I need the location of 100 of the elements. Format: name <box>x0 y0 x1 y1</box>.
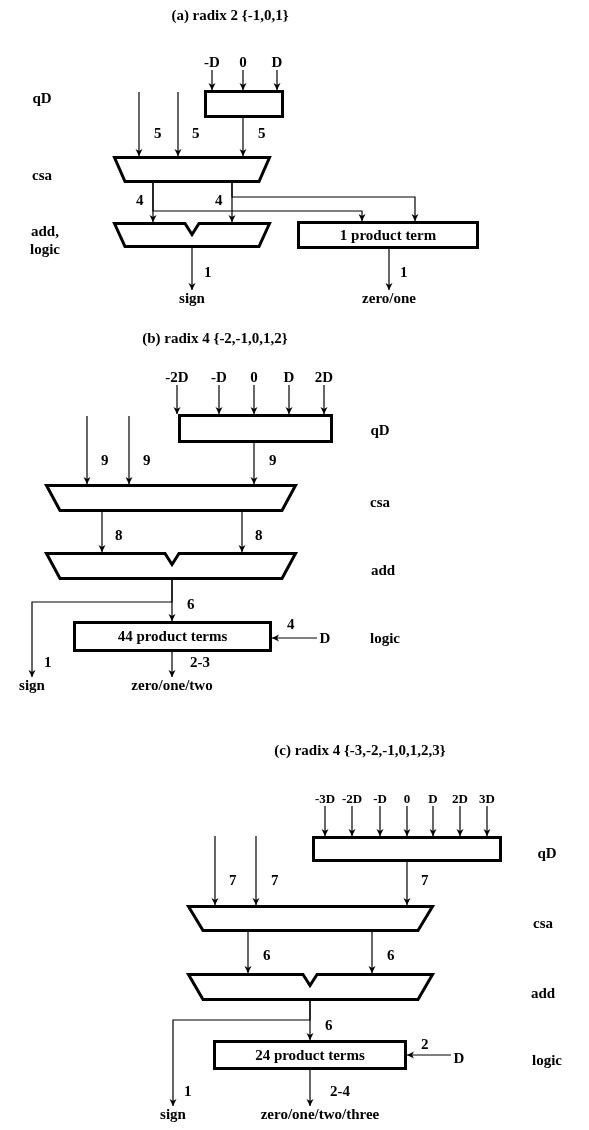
row-label: add, logic <box>29 222 61 258</box>
bit-width-label: 8 <box>115 527 123 543</box>
signal-label: sign <box>12 677 52 693</box>
signal-label: D <box>317 630 333 646</box>
arrow <box>252 835 260 906</box>
arrow <box>211 835 219 906</box>
bit-width-label: 4 <box>287 616 295 632</box>
signal-label: -2D <box>339 790 365 806</box>
arrow <box>271 634 318 642</box>
arrow <box>83 415 91 485</box>
adder-trapezoid <box>113 156 271 183</box>
bit-width-label: 5 <box>258 125 266 141</box>
arrow <box>306 1069 314 1107</box>
arrow <box>208 69 216 91</box>
signal-label: 2D <box>448 790 472 806</box>
bit-width-label: 2 <box>421 1036 429 1052</box>
signal-label: sign <box>153 1106 193 1122</box>
arrow <box>483 805 491 837</box>
signal-label: zero/one/two/three <box>245 1106 395 1122</box>
bit-width-label: 6 <box>387 947 395 963</box>
arrow <box>239 69 247 91</box>
row-label: csa <box>533 914 553 932</box>
arrow <box>231 182 419 222</box>
row-label: qD <box>370 421 390 439</box>
arrow <box>238 511 246 553</box>
bit-width-label: 7 <box>271 872 279 888</box>
signal-label: 0 <box>236 54 250 70</box>
bit-width-label: 5 <box>154 125 162 141</box>
panel-title: (b) radix 4 {-2,-1,0,1,2} <box>142 329 288 347</box>
arrow <box>135 91 143 157</box>
arrow <box>403 861 411 906</box>
multiplexer-box <box>204 90 284 118</box>
bit-width-label: 7 <box>229 872 237 888</box>
signal-label: D <box>425 790 441 806</box>
arrow <box>285 384 293 415</box>
adder-trapezoid <box>187 905 434 932</box>
signal-label: -D <box>201 54 223 70</box>
arrow <box>320 384 328 415</box>
signal-label: sign <box>172 290 212 306</box>
arrow <box>169 1000 311 1107</box>
bit-width-label: 9 <box>101 452 109 468</box>
row-label: qD <box>32 89 52 107</box>
signal-label: zero/one <box>349 290 429 306</box>
arrow <box>321 805 329 837</box>
bit-width-label: 9 <box>143 452 151 468</box>
bit-width-label: 6 <box>263 947 271 963</box>
bit-width-label: 6 <box>187 596 195 612</box>
arrow <box>239 117 247 157</box>
arrow <box>250 442 258 485</box>
signal-label: D <box>269 54 285 70</box>
signal-label: 2D <box>311 369 337 385</box>
arrow <box>174 91 182 157</box>
bit-width-label: 1 <box>400 264 408 280</box>
bit-width-label: 2-3 <box>190 654 210 670</box>
logic-box: 1 product term <box>297 221 479 249</box>
arrow <box>28 579 173 678</box>
row-label: csa <box>32 166 52 184</box>
arrow <box>406 1051 452 1059</box>
arrow <box>125 415 133 485</box>
arrow <box>244 931 252 974</box>
signal-label: -D <box>208 369 230 385</box>
bit-width-label: 4 <box>215 192 223 208</box>
adder-trapezoid <box>45 484 297 512</box>
bit-width-label: 9 <box>269 452 277 468</box>
row-label: logic <box>370 629 400 647</box>
panel-title: (c) radix 4 {-3,-2,-1,0,1,2,3} <box>274 741 446 759</box>
adder-trapezoid <box>187 973 434 1001</box>
arrow <box>385 248 393 291</box>
row-label: csa <box>370 493 390 511</box>
row-label: add <box>530 984 556 1002</box>
arrow <box>215 384 223 415</box>
signal-label: -D <box>369 790 391 806</box>
logic-box: 24 product terms <box>213 1040 407 1070</box>
panel-title: (a) radix 2 {-1,0,1} <box>171 6 289 24</box>
logic-box: 44 product terms <box>73 621 272 652</box>
adder-trapezoid <box>113 222 271 248</box>
arrow <box>250 384 258 415</box>
signal-label: D <box>451 1050 467 1066</box>
row-label: add <box>370 561 396 579</box>
row-label: qD <box>537 844 557 862</box>
bit-width-label: 7 <box>421 872 429 888</box>
bit-width-label: 1 <box>184 1083 192 1099</box>
signal-label: zero/one/two <box>117 677 227 693</box>
signal-label: 0 <box>400 790 414 806</box>
bit-width-label: 2-4 <box>330 1083 350 1099</box>
arrow <box>168 651 176 678</box>
arrow <box>98 511 106 553</box>
signal-label: -2D <box>162 369 192 385</box>
bit-width-label: 5 <box>192 125 200 141</box>
bit-width-label: 8 <box>255 527 263 543</box>
arrow <box>368 931 376 974</box>
arrow <box>152 182 366 222</box>
signal-label: D <box>281 369 297 385</box>
bit-width-label: 6 <box>325 1017 333 1033</box>
signal-label: 3D <box>475 790 499 806</box>
arrow <box>188 247 196 291</box>
arrow <box>456 805 464 837</box>
bit-width-label: 1 <box>204 264 212 280</box>
bit-width-label: 1 <box>44 654 52 670</box>
arrow <box>348 805 356 837</box>
